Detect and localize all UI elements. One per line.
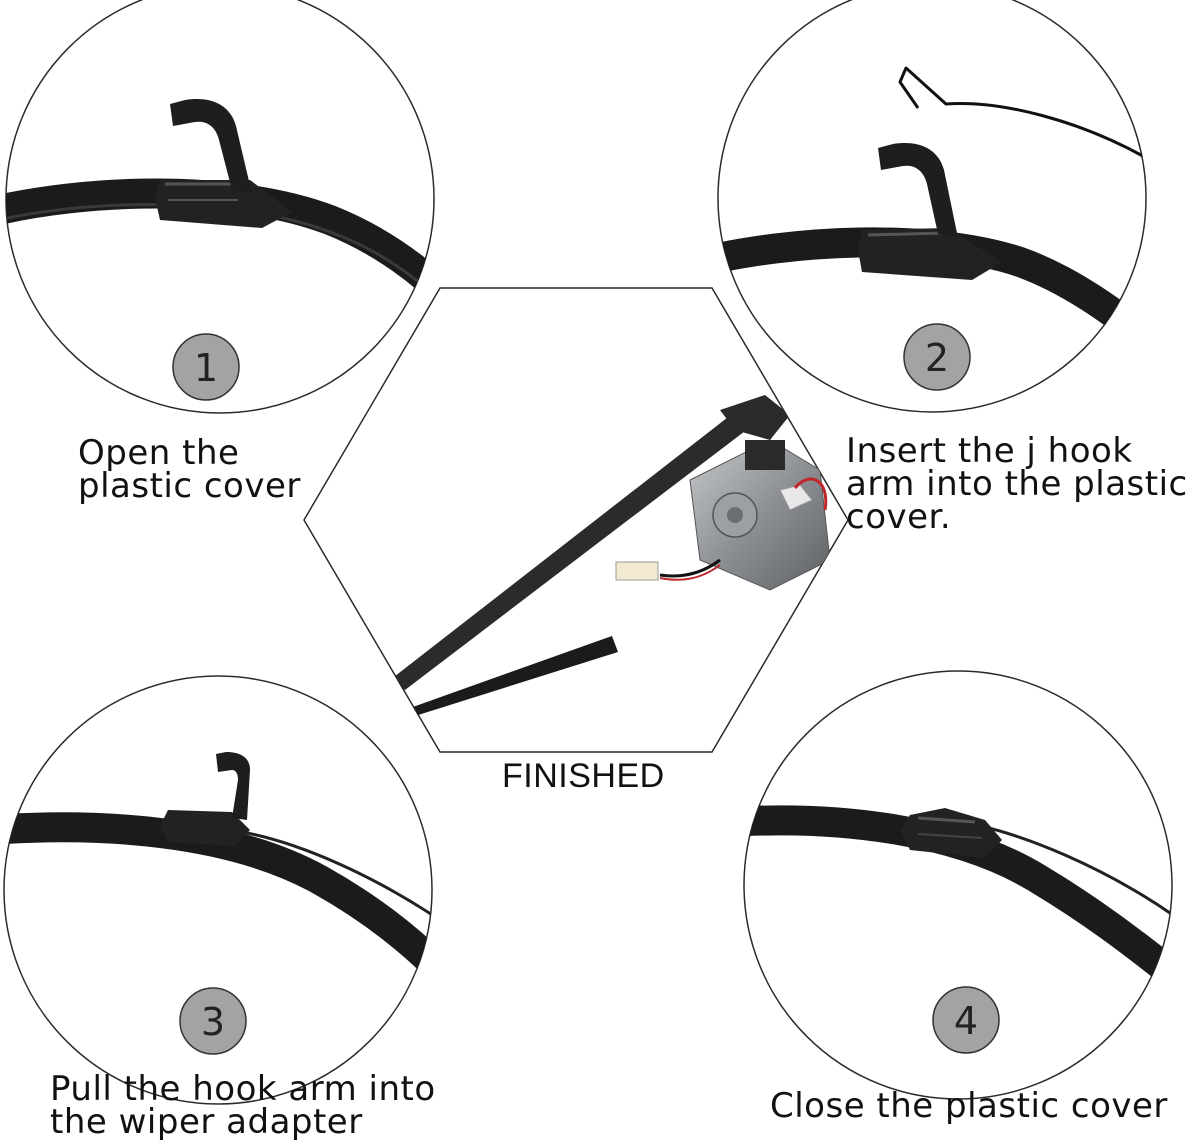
wiper-blade <box>744 805 1172 995</box>
open-cover <box>878 143 958 238</box>
hook-arm <box>229 828 432 922</box>
wiper-blade <box>6 178 434 315</box>
open-cover <box>216 752 250 820</box>
step-badge <box>172 333 240 401</box>
wiper-motor <box>615 439 831 591</box>
step-3-caption: Pull the hook arm into the wiper adapter <box>50 1069 436 1142</box>
finished-label: FINISHED <box>502 757 665 795</box>
step-4-circle: 4 <box>743 670 1173 1100</box>
wiper-blade <box>718 227 1146 355</box>
step-badge <box>903 323 971 391</box>
j-hook-arm <box>898 66 1146 162</box>
finished-hexagon <box>303 287 849 753</box>
closed-adapter <box>900 808 1002 858</box>
step-2-circle: 2 <box>717 0 1147 413</box>
step-4-caption: Close the plastic cover <box>770 1086 1168 1126</box>
step-number: 2 <box>925 336 949 380</box>
step-badge <box>179 987 247 1055</box>
step-number: 1 <box>194 346 218 390</box>
plastic-adapter <box>858 143 1002 280</box>
step-badge <box>932 986 1000 1054</box>
step-3-circle: 3 <box>3 675 433 1105</box>
wiper-arm <box>390 400 770 690</box>
wiper-blade <box>410 636 618 716</box>
wiper-blade <box>4 812 432 985</box>
step-1-circle: 1 <box>5 0 435 414</box>
plastic-adapter <box>155 99 292 228</box>
step-2-caption: Insert the j hook arm into the plastic c… <box>846 431 1188 537</box>
wiper-arm-head <box>720 395 790 440</box>
open-cover <box>170 99 252 194</box>
plastic-adapter <box>160 752 250 846</box>
step-number: 4 <box>954 999 978 1043</box>
step-number: 3 <box>201 1000 225 1044</box>
step-1-caption: Open the plastic cover <box>78 433 301 506</box>
